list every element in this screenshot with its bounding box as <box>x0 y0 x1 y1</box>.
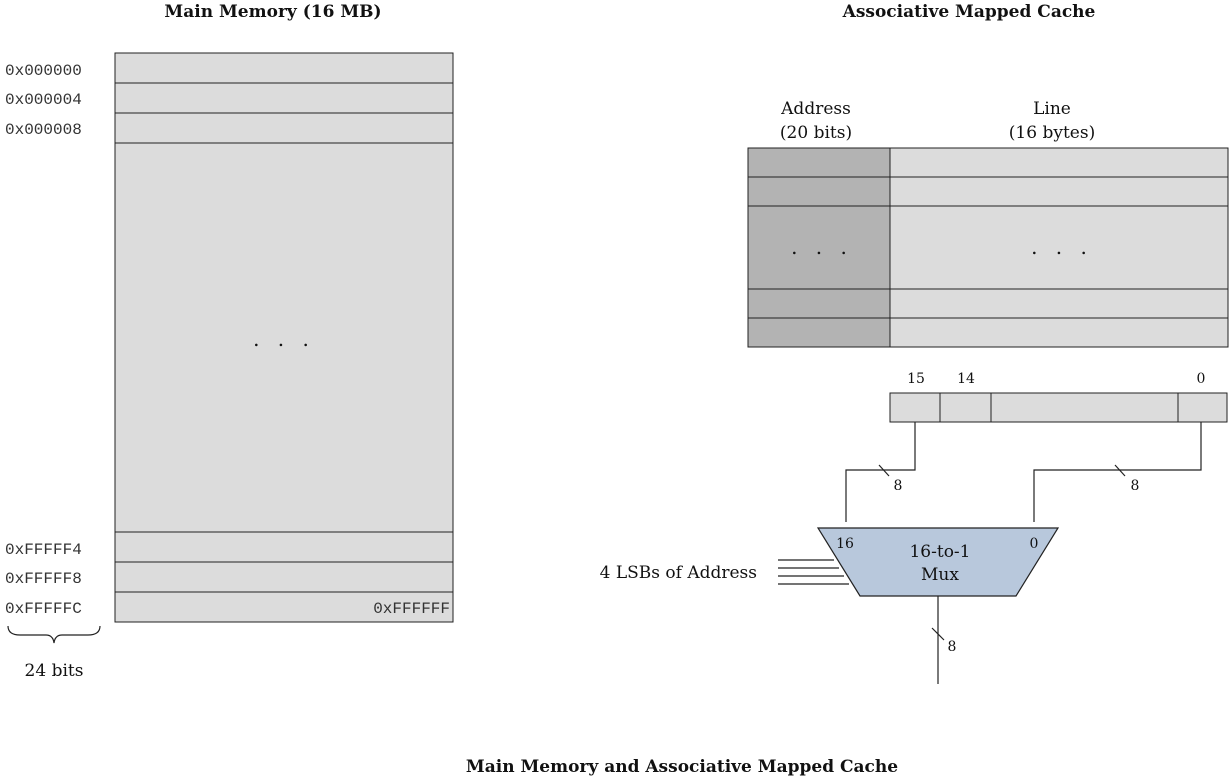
mux-shape <box>816 527 1060 597</box>
mux-output-slash <box>931 627 945 641</box>
bus-wire-low <box>1033 422 1202 522</box>
bus-width-low: 8 <box>1131 478 1140 494</box>
memory-row <box>114 82 454 114</box>
line-register <box>889 392 1228 423</box>
memory-address-label: 0xFFFFFC <box>5 600 82 618</box>
main-memory-block <box>114 52 454 623</box>
main-memory-title: Main Memory (16 MB) <box>164 2 381 22</box>
mux-label-sub: Mux <box>921 565 959 585</box>
memory-ellipsis: . . . <box>253 327 315 351</box>
bus-slash-high <box>878 464 890 477</box>
cache-tag-cell <box>747 288 891 319</box>
memory-middle-region <box>114 142 454 533</box>
bus-wire-high <box>845 422 916 522</box>
cache-tag-cell <box>747 176 891 207</box>
address-column-header: Address <box>780 99 851 119</box>
memory-row <box>114 591 454 623</box>
memory-row <box>114 112 454 144</box>
width-brace <box>7 625 101 644</box>
memory-row <box>114 52 454 84</box>
select-label: 4 LSBs of Address <box>600 563 757 583</box>
address-width-label: 24 bits <box>25 661 84 681</box>
cache-tag-cell <box>747 147 891 178</box>
cache-table <box>747 147 1229 348</box>
cache-line-cell <box>889 147 1229 178</box>
bit-label-14: 14 <box>957 371 975 387</box>
memory-address-label: 0x000004 <box>5 91 82 109</box>
register-byte-0 <box>1177 392 1228 423</box>
mux-input-high: 16 <box>836 536 854 552</box>
memory-address-label: 0x000000 <box>5 62 82 80</box>
line-column-header: Line <box>1033 99 1071 119</box>
mux-label: 16-to-1 <box>909 542 970 562</box>
cache-tag-middle <box>747 205 891 290</box>
cache-tag-cell <box>747 317 891 348</box>
mux-output-width: 8 <box>948 639 957 655</box>
bus-width-high: 8 <box>894 478 903 494</box>
cache-line-cell <box>889 317 1229 348</box>
cache-tag-ellipsis: . . . <box>791 235 853 259</box>
register-byte-15 <box>889 392 941 423</box>
figure-caption: Main Memory and Associative Mapped Cache <box>466 757 898 777</box>
line-column-subheader: (16 bytes) <box>1009 123 1095 143</box>
memory-address-label: 0xFFFFF4 <box>5 541 82 559</box>
cache-line-cell <box>889 288 1229 319</box>
memory-row <box>114 561 454 593</box>
cache-line-middle <box>889 205 1229 290</box>
cache-title: Associative Mapped Cache <box>842 2 1096 22</box>
memory-row <box>114 531 454 563</box>
cache-line-ellipsis: . . . <box>1031 235 1093 259</box>
memory-address-label: 0x000008 <box>5 121 82 139</box>
memory-address-label: 0xFFFFF8 <box>5 570 82 588</box>
last-byte-address: 0xFFFFFF <box>373 600 450 618</box>
bus-slash-low <box>1114 464 1126 477</box>
cache-line-cell <box>889 176 1229 207</box>
register-byte-14 <box>939 392 992 423</box>
register-middle-bytes <box>990 392 1179 423</box>
address-column-subheader: (20 bits) <box>780 123 852 143</box>
bit-label-15: 15 <box>907 371 925 387</box>
bit-label-0: 0 <box>1197 371 1206 387</box>
mux-input-low: 0 <box>1030 536 1039 552</box>
